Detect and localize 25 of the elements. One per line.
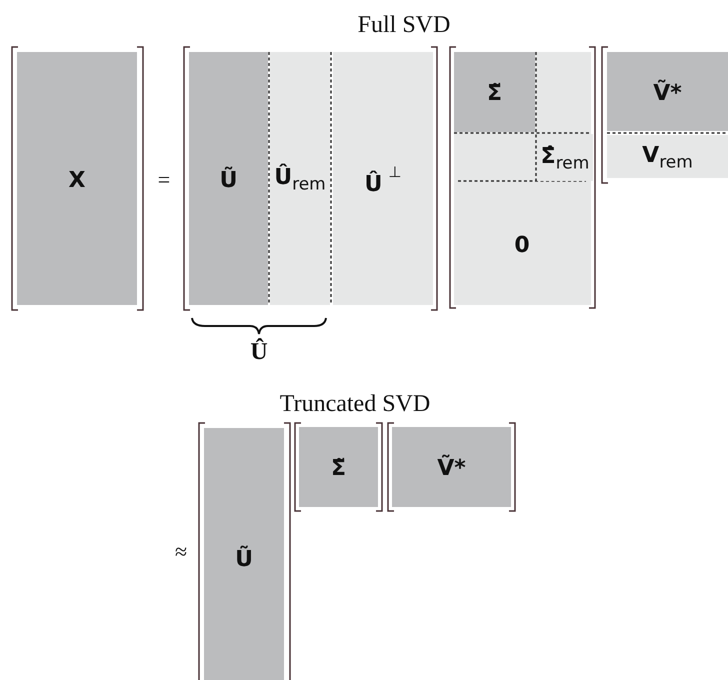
matrix-symbol: Σ̃: [486, 80, 502, 105]
math-text: Truncated SVD: [280, 392, 430, 416]
matrix-block: [454, 52, 535, 132]
math-text: =: [158, 169, 170, 191]
brace-label: Û: [250, 340, 268, 364]
matrix-symbol: Σ̂$_{rem}$: [540, 143, 590, 173]
matrix-block: [607, 52, 728, 131]
math-text: ≈: [174, 541, 188, 563]
matrix-symbol: Ũ: [235, 545, 253, 571]
matrix-block: [189, 52, 268, 305]
matrix-symbol: Û$^{⊥}$: [364, 162, 402, 196]
matrix-symbol: Û$_{rem}$: [274, 163, 326, 194]
matrix-symbol: 0: [514, 232, 530, 257]
matrix-block: [333, 52, 433, 305]
matrix-symbol: X: [68, 166, 86, 192]
matrix-symbol: Ṽ*: [437, 454, 466, 480]
matrix-symbol: Ṽ*: [653, 78, 682, 104]
matrix-symbol: V$_{rem}$: [642, 142, 693, 172]
matrix-block: [607, 135, 728, 178]
matrix-block: [270, 52, 330, 305]
matrix-symbol: Σ̃: [330, 455, 346, 480]
matrix-symbol: Ũ: [220, 166, 238, 192]
matrix-block: [204, 428, 284, 680]
matrix-block: [537, 134, 593, 181]
heading: Full SVD: [358, 13, 450, 37]
